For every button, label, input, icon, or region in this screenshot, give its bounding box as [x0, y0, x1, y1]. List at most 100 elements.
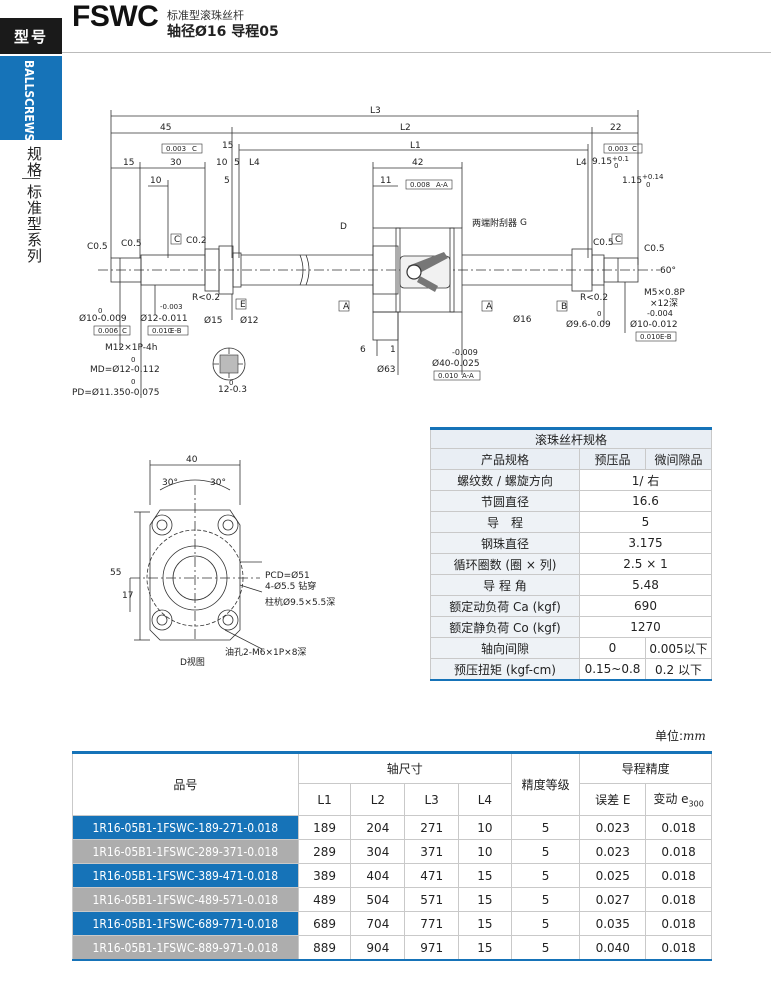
svg-text:Ø12-0.011: Ø12-0.011: [140, 313, 188, 324]
svg-text:Ø40-0.025: Ø40-0.025: [432, 358, 480, 369]
wiper-detail: [399, 252, 451, 292]
svg-text:12-0.3: 12-0.3: [218, 385, 247, 395]
cell-l2: 204: [350, 815, 406, 840]
svg-text:PCD=Ø51: PCD=Ø51: [265, 570, 310, 581]
svg-text:A: A: [486, 302, 493, 312]
cell-grade: 5: [510, 887, 581, 912]
model-subtitle: 标准型滚珠丝杆: [167, 9, 244, 22]
svg-text:C0.5: C0.5: [121, 239, 142, 249]
spec-row-value: 5.48: [579, 574, 712, 596]
svg-text:R<0.2: R<0.2: [192, 293, 220, 303]
sidebar-divider: [22, 178, 40, 179]
svg-text:45: 45: [160, 123, 171, 133]
svg-text:MD=Ø12-0.112: MD=Ø12-0.112: [90, 364, 160, 375]
cell-l1: 489: [297, 887, 352, 912]
svg-text:55: 55: [110, 568, 121, 578]
cell-variation: 0.018: [645, 839, 712, 864]
cell-l2: 404: [350, 863, 406, 888]
cell-l4: 15: [458, 863, 512, 888]
cell-l1: 889: [297, 935, 352, 961]
svg-text:+0.1: +0.1: [612, 155, 629, 163]
svg-text:1: 1: [390, 345, 396, 355]
svg-text:C0.5: C0.5: [644, 244, 665, 254]
cell-l2: 504: [350, 887, 406, 912]
spec-row-label: 额定动负荷 Ca (kgf): [430, 595, 580, 617]
svg-text:11: 11: [380, 176, 391, 186]
svg-text:30°: 30°: [210, 478, 226, 488]
spec-col-preload: 预压品: [579, 448, 646, 470]
spec-row-value: 16.6: [579, 490, 712, 512]
cell-l3: 471: [404, 863, 460, 888]
col-variation-label: 变动 e: [653, 792, 689, 807]
cell-l3: 971: [404, 935, 460, 961]
svg-text:柱杭Ø9.5×5.5深: 柱杭Ø9.5×5.5深: [265, 596, 335, 608]
svg-text:1.15: 1.15: [622, 176, 642, 186]
spec-backlash-preload: 0: [579, 637, 646, 659]
cell-l2: 704: [350, 911, 406, 936]
spec-row-label: 节圆直径: [430, 490, 580, 512]
col-error: 误差 E: [579, 783, 647, 816]
svg-text:PD=Ø11.350-0.075: PD=Ø11.350-0.075: [72, 387, 160, 398]
col-variation-sub: 300: [688, 799, 704, 809]
svg-text:+0.14: +0.14: [642, 173, 664, 181]
col-variation: 变动 e300: [645, 783, 712, 816]
svg-text:Ø10-0.012: Ø10-0.012: [630, 319, 678, 330]
svg-text:C: C: [174, 235, 180, 245]
spec-row-value: 5: [579, 511, 712, 533]
svg-text:0: 0: [98, 307, 102, 315]
svg-text:10: 10: [216, 158, 228, 168]
spec-row-label: 导 程: [430, 511, 580, 533]
cell-grade: 5: [510, 863, 581, 888]
cell-l4: 15: [458, 935, 512, 961]
unit-value: mm: [683, 729, 706, 743]
cell-l3: 371: [404, 839, 460, 864]
svg-text:60°: 60°: [660, 266, 676, 276]
svg-text:B: B: [561, 302, 567, 312]
svg-text:C: C: [632, 145, 637, 153]
cell-grade: 5: [510, 839, 581, 864]
spec-row-value: 2.5 × 1: [579, 553, 712, 575]
svg-text:L4: L4: [576, 158, 587, 168]
part-number: 1R16-05B1-1FSWC-689-771-0.018: [72, 911, 299, 936]
svg-text:40: 40: [186, 455, 198, 465]
svg-text:A: A: [343, 302, 350, 312]
svg-text:0.010: 0.010: [438, 372, 458, 380]
cell-grade: 5: [510, 815, 581, 840]
spec-row-value: 1/ 右: [579, 469, 712, 491]
svg-text:C0.2: C0.2: [186, 236, 207, 246]
svg-text:0: 0: [597, 310, 601, 318]
col-grade: 精度等级: [510, 752, 581, 816]
section-tag: 型号: [0, 18, 62, 54]
part-number: 1R16-05B1-1FSWC-489-571-0.018: [72, 887, 299, 912]
svg-text:-0.004: -0.004: [647, 309, 673, 318]
col-part-number: 品号: [72, 752, 299, 816]
cell-variation: 0.018: [645, 863, 712, 888]
svg-text:0.010: 0.010: [640, 333, 660, 341]
svg-text:0: 0: [614, 162, 618, 170]
spec-table-title: 滚珠丝杆规格: [430, 427, 712, 449]
svg-text:5: 5: [234, 158, 240, 168]
col-lead-accuracy: 导程精度: [579, 752, 712, 784]
unit-prefix: 单位:: [655, 729, 684, 743]
svg-text:D视图: D视图: [180, 656, 205, 668]
svg-text:油孔2-M6×1P×8深: 油孔2-M6×1P×8深: [225, 646, 306, 658]
svg-text:L4: L4: [249, 158, 260, 168]
cell-error: 0.035: [579, 911, 647, 936]
cell-l1: 289: [297, 839, 352, 864]
cell-l3: 571: [404, 887, 460, 912]
spec-row-label: 螺纹数 / 螺旋方向: [430, 469, 580, 491]
cell-variation: 0.018: [645, 815, 712, 840]
svg-text:9.15: 9.15: [592, 157, 612, 167]
svg-text:42: 42: [412, 158, 423, 168]
svg-text:Ø12: Ø12: [240, 315, 259, 326]
spec-torque-gap: 0.2 以下: [645, 658, 712, 681]
svg-text:R<0.2: R<0.2: [580, 293, 608, 303]
svg-text:0: 0: [131, 356, 135, 364]
svg-text:G: G: [520, 218, 527, 228]
svg-text:C: C: [192, 145, 197, 153]
svg-text:0.003: 0.003: [608, 145, 628, 153]
svg-text:15: 15: [222, 141, 233, 151]
part-number: 1R16-05B1-1FSWC-889-971-0.018: [72, 935, 299, 961]
svg-text:10: 10: [150, 176, 162, 186]
spec-row-value: 690: [579, 595, 712, 617]
